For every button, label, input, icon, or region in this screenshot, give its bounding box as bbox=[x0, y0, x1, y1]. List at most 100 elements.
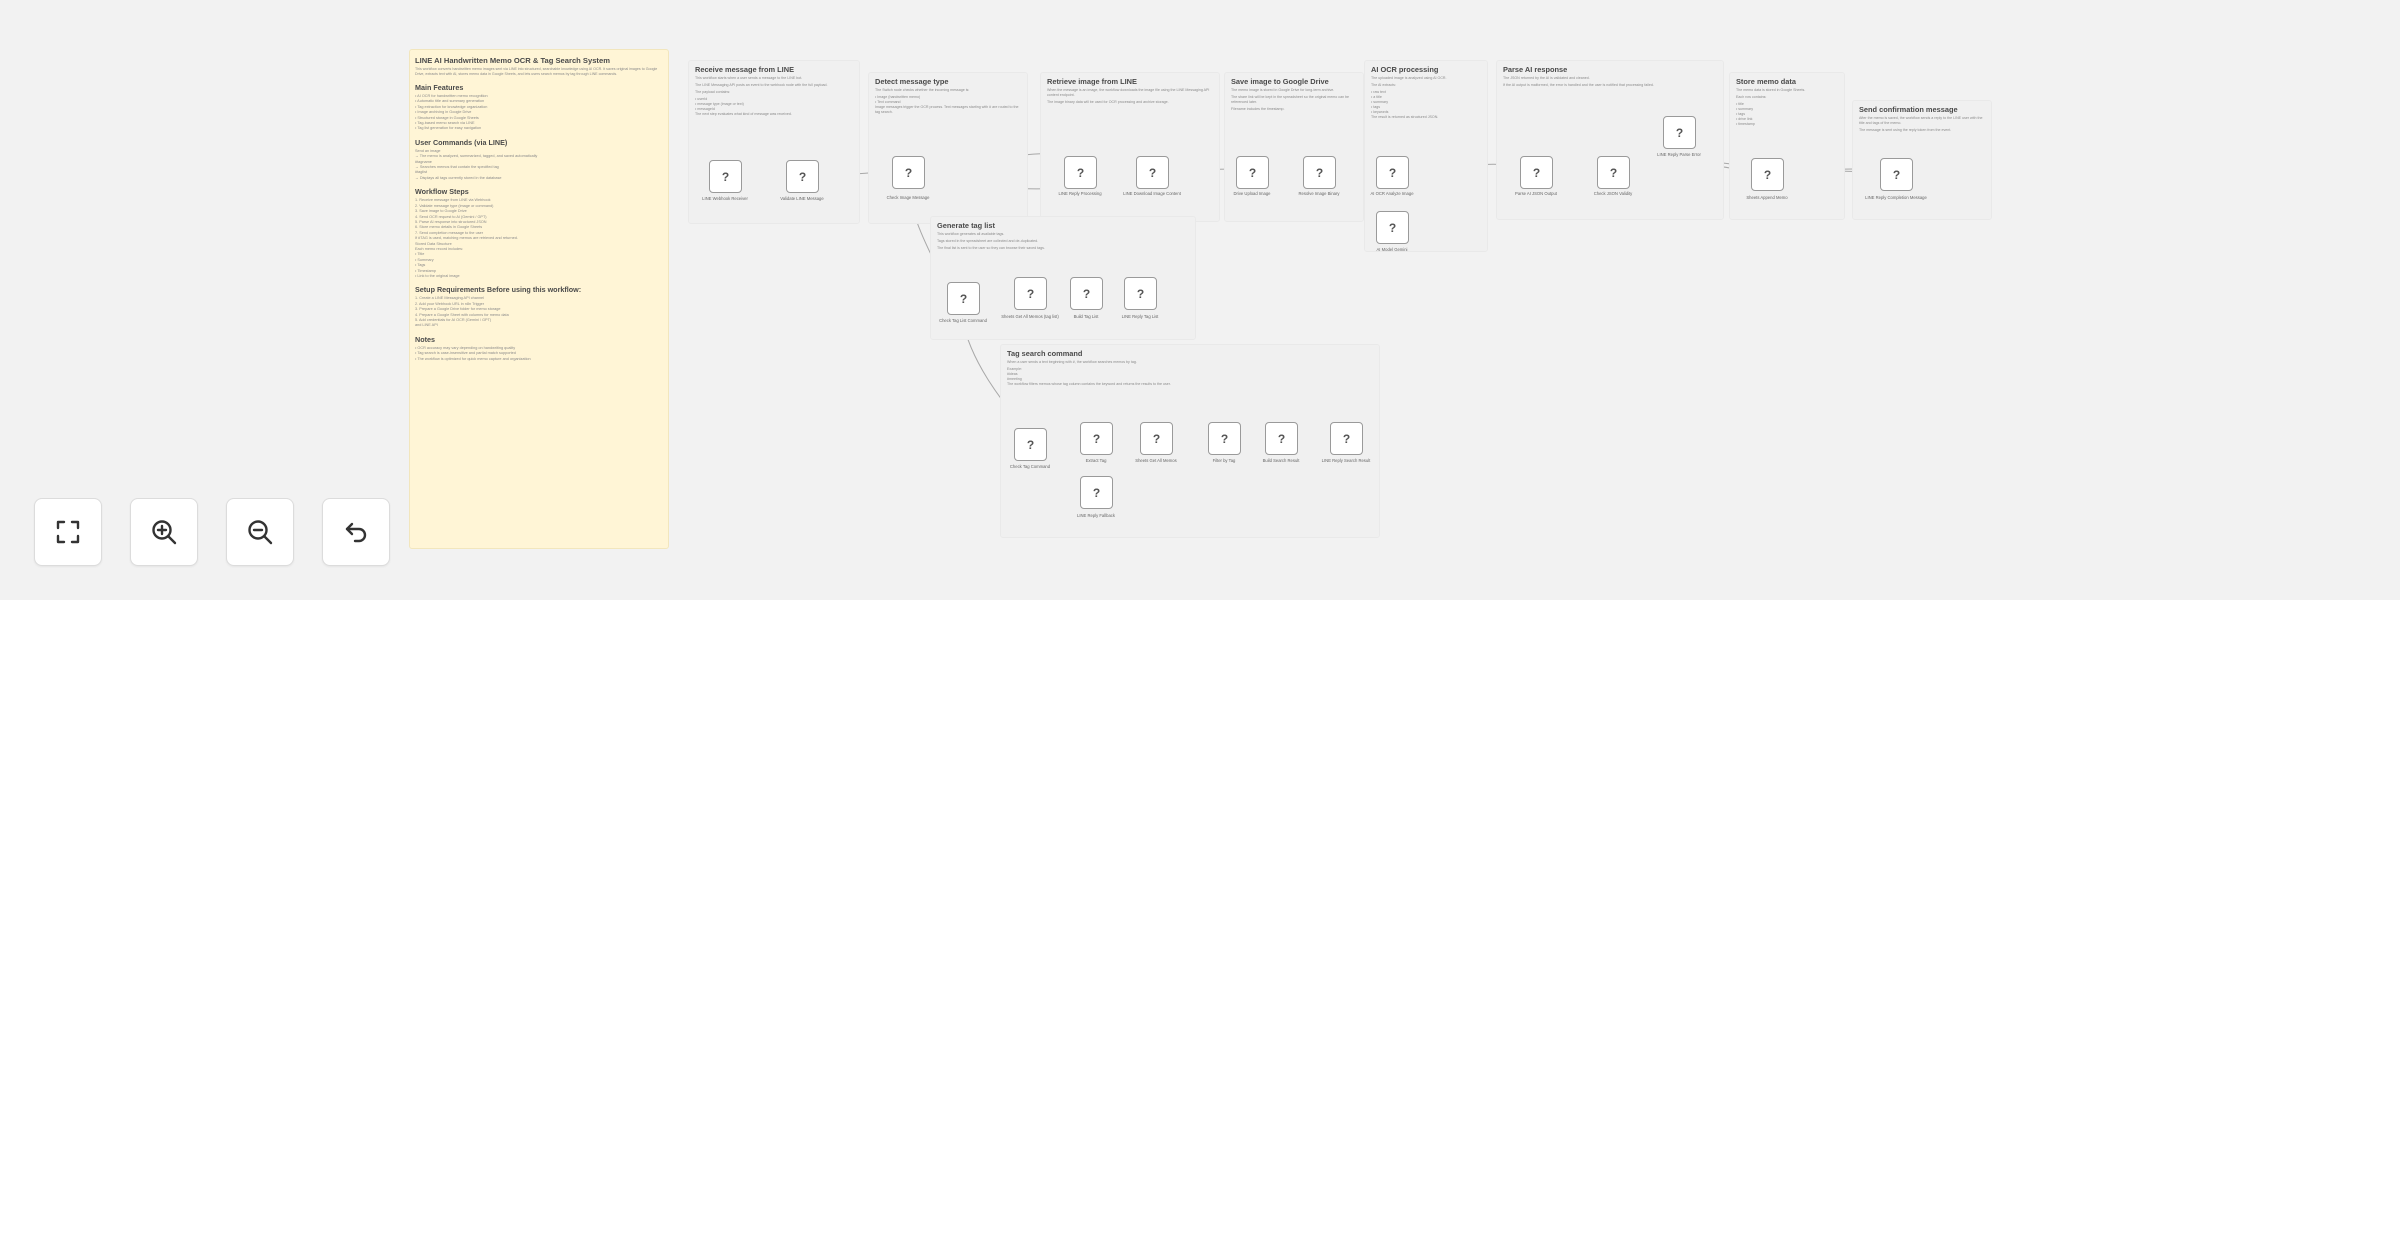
overview-item: • Tag-based memo search via LINE bbox=[415, 121, 475, 126]
workflow-node[interactable]: ? bbox=[1330, 422, 1363, 455]
workflow-node[interactable]: ? bbox=[1376, 156, 1409, 189]
sticky-send-confirmation[interactable]: Send confirmation message After the memo… bbox=[1852, 100, 1992, 220]
overview-item: • Automatic title and summary generation bbox=[415, 99, 485, 104]
sticky-item: • a title bbox=[1371, 95, 1382, 99]
sticky-store-memo[interactable]: Store memo data The memo data is stored … bbox=[1729, 72, 1845, 220]
unknown-node-icon: ? bbox=[1092, 485, 1101, 500]
fit-view-button[interactable] bbox=[34, 498, 102, 566]
workflow-node[interactable]: ? bbox=[1880, 158, 1913, 191]
sticky-text: The final list is sent to the user so th… bbox=[937, 246, 1045, 250]
overview-heading: Workflow Steps bbox=[415, 187, 469, 197]
sticky-item: • drive link bbox=[1736, 117, 1753, 121]
workflow-node[interactable]: ? bbox=[1080, 476, 1113, 509]
workflow-node[interactable]: ? bbox=[1014, 428, 1047, 461]
node-label: Check Tag Command bbox=[1009, 464, 1051, 469]
unknown-node-icon: ? bbox=[1342, 431, 1351, 446]
workflow-node[interactable]: ? bbox=[1208, 422, 1241, 455]
workflow-canvas[interactable]: LINE AI Handwritten Memo OCR & Tag Searc… bbox=[0, 0, 2400, 600]
overview-section: Setup Requirements Before using this wor… bbox=[415, 285, 663, 328]
unknown-node-icon: ? bbox=[1026, 437, 1035, 452]
sticky-receive-message[interactable]: Receive message from LINE This workflow … bbox=[688, 60, 860, 224]
overview-item: #taglist bbox=[415, 170, 428, 175]
sticky-text: The image binary data will be used for O… bbox=[1047, 100, 1169, 104]
sticky-retrieve-image[interactable]: Retrieve image from LINE When the messag… bbox=[1040, 72, 1220, 222]
sticky-text: The Switch node checks whether the incom… bbox=[875, 88, 970, 92]
workflow-node[interactable]: ? bbox=[709, 160, 742, 193]
node-label: LINE Reply Completion Message bbox=[1865, 195, 1927, 200]
workflow-node[interactable]: ? bbox=[1303, 156, 1336, 189]
overview-item: 3. Prepare a Google Drive folder for mem… bbox=[415, 307, 501, 312]
sticky-text: This workflow starts when a user sends a… bbox=[695, 76, 803, 80]
zoom-out-button[interactable] bbox=[226, 498, 294, 566]
node-label: LINE Webhook Receiver bbox=[702, 196, 748, 201]
sticky-text: The memo image is stored in Google Drive… bbox=[1231, 88, 1335, 92]
workflow-node[interactable]: ? bbox=[1064, 156, 1097, 189]
sticky-save-drive[interactable]: Save image to Google Drive The memo imag… bbox=[1224, 72, 1364, 222]
workflow-node[interactable]: ? bbox=[1751, 158, 1784, 191]
workflow-node[interactable]: ? bbox=[1014, 277, 1047, 310]
sticky-item: • userId bbox=[695, 97, 708, 101]
unknown-node-icon: ? bbox=[1315, 165, 1324, 180]
overview-item: → Displays all tags currently stored in … bbox=[415, 175, 502, 180]
overview-item: • Tag list generation for easy navigatio… bbox=[415, 126, 482, 131]
zoom-in-icon bbox=[152, 520, 177, 545]
node-label: LINE Reply Fallback bbox=[1077, 513, 1115, 518]
overview-item: → Searches memos that contain the specif… bbox=[415, 165, 499, 170]
sticky-text: The share link will be kept in the sprea… bbox=[1231, 95, 1350, 104]
workflow-node[interactable]: ? bbox=[1376, 211, 1409, 244]
workflow-node[interactable]: ? bbox=[1663, 116, 1696, 149]
sticky-text: If the AI output is malformed, the error… bbox=[1503, 83, 1654, 87]
sticky-text: The result is returned as structured JSO… bbox=[1371, 115, 1439, 119]
node-label: Parse AI JSON Output bbox=[1515, 191, 1557, 196]
overview-item: 3. Save image to Google Drive bbox=[415, 209, 467, 214]
workflow-node[interactable]: ? bbox=[892, 156, 925, 189]
overview-item: 2. Add your Webhook URL in n8n Trigger bbox=[415, 301, 485, 306]
sticky-item: • message type (image or text) bbox=[695, 102, 744, 106]
overview-item: • Tag extraction for knowledge organizat… bbox=[415, 104, 488, 109]
unknown-node-icon: ? bbox=[1136, 286, 1145, 301]
overview-item: • AI OCR for handwritten memo recognitio… bbox=[415, 94, 488, 98]
overview-item: 1. Create a LINE Messaging API channel bbox=[415, 296, 485, 301]
sticky-title: Save image to Google Drive bbox=[1231, 77, 1329, 86]
zoom-in-button[interactable] bbox=[130, 498, 198, 566]
sticky-detect-type[interactable]: Detect message type The Switch node chec… bbox=[868, 72, 1028, 224]
sticky-text: The LINE Messaging API posts an event to… bbox=[695, 83, 828, 87]
sticky-item: • messageId bbox=[695, 107, 715, 111]
unknown-node-icon: ? bbox=[959, 291, 968, 306]
workflow-node[interactable]: ? bbox=[1080, 422, 1113, 455]
zoom-out-icon bbox=[248, 520, 273, 545]
node-label: Sheets Append Memo bbox=[1746, 195, 1788, 200]
unknown-node-icon: ? bbox=[1092, 431, 1101, 446]
sticky-tag-search[interactable]: Tag search command When a user sends a t… bbox=[1000, 344, 1380, 538]
overview-item: #tagname bbox=[415, 159, 432, 164]
workflow-node[interactable]: ? bbox=[947, 282, 980, 315]
node-label: LINE Reply Parse Error bbox=[1657, 152, 1701, 157]
workflow-node[interactable]: ? bbox=[786, 160, 819, 193]
overview-section: Workflow Steps 1. Receive message from L… bbox=[415, 187, 663, 279]
workflow-node[interactable]: ? bbox=[1265, 422, 1298, 455]
workflow-node[interactable]: ? bbox=[1236, 156, 1269, 189]
sticky-text: Filename includes the timestamp. bbox=[1231, 107, 1285, 111]
node-label: LINE Reply Search Result bbox=[1321, 458, 1371, 463]
unknown-node-icon: ? bbox=[1532, 165, 1541, 180]
node-label: Check Image Message bbox=[886, 195, 930, 200]
overview-sticky-note[interactable]: LINE AI Handwritten Memo OCR & Tag Searc… bbox=[409, 49, 669, 549]
node-label: LINE Reply Tag List bbox=[1121, 314, 1159, 319]
workflow-node[interactable]: ? bbox=[1520, 156, 1553, 189]
unknown-node-icon: ? bbox=[1248, 165, 1257, 180]
workflow-node[interactable]: ? bbox=[1070, 277, 1103, 310]
sticky-title: Parse AI response bbox=[1503, 65, 1568, 74]
workflow-node[interactable]: ? bbox=[1124, 277, 1157, 310]
node-label: Sheets Get All Memos (tag list) bbox=[1001, 314, 1059, 319]
workflow-node[interactable]: ? bbox=[1140, 422, 1173, 455]
workflow-node[interactable]: ? bbox=[1597, 156, 1630, 189]
sticky-text: Image messages trigger the OCR process. … bbox=[875, 105, 1019, 114]
reset-zoom-button[interactable] bbox=[322, 498, 390, 566]
sticky-text: The payload contains: bbox=[695, 90, 731, 94]
workflow-node[interactable]: ? bbox=[1136, 156, 1169, 189]
node-label: Extract Tag bbox=[1085, 458, 1107, 463]
overview-item: If #TAG is used, matching memos are retr… bbox=[415, 236, 518, 241]
sticky-item: • Text command bbox=[875, 100, 901, 104]
sticky-item: • title bbox=[1736, 102, 1744, 106]
sticky-title: Tag search command bbox=[1007, 349, 1083, 358]
